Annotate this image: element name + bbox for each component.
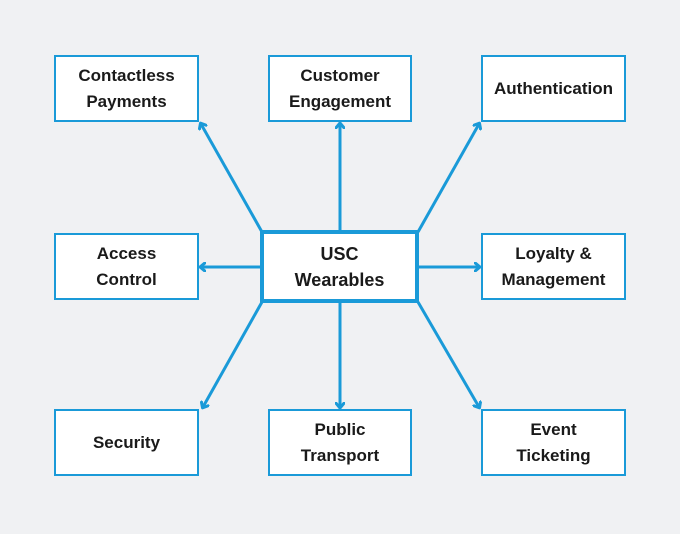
node-contactless-payments: Contactless Payments	[54, 55, 199, 122]
node-customer-engagement: Customer Engagement	[268, 55, 412, 122]
node-public-transport: Public Transport	[268, 409, 412, 476]
arrow-to-security	[203, 301, 264, 407]
arrow-to-contactless-payments	[201, 124, 264, 233]
node-usc-wearables-center: USC Wearables	[260, 230, 419, 303]
node-loyalty-management: Loyalty & Management	[481, 233, 626, 300]
node-event-ticketing: Event Ticketing	[481, 409, 626, 476]
node-authentication: Authentication	[481, 55, 626, 122]
arrow-to-authentication	[416, 124, 479, 233]
arrow-to-event-ticketing	[416, 301, 479, 407]
node-access-control: Access Control	[54, 233, 199, 300]
node-security: Security	[54, 409, 199, 476]
